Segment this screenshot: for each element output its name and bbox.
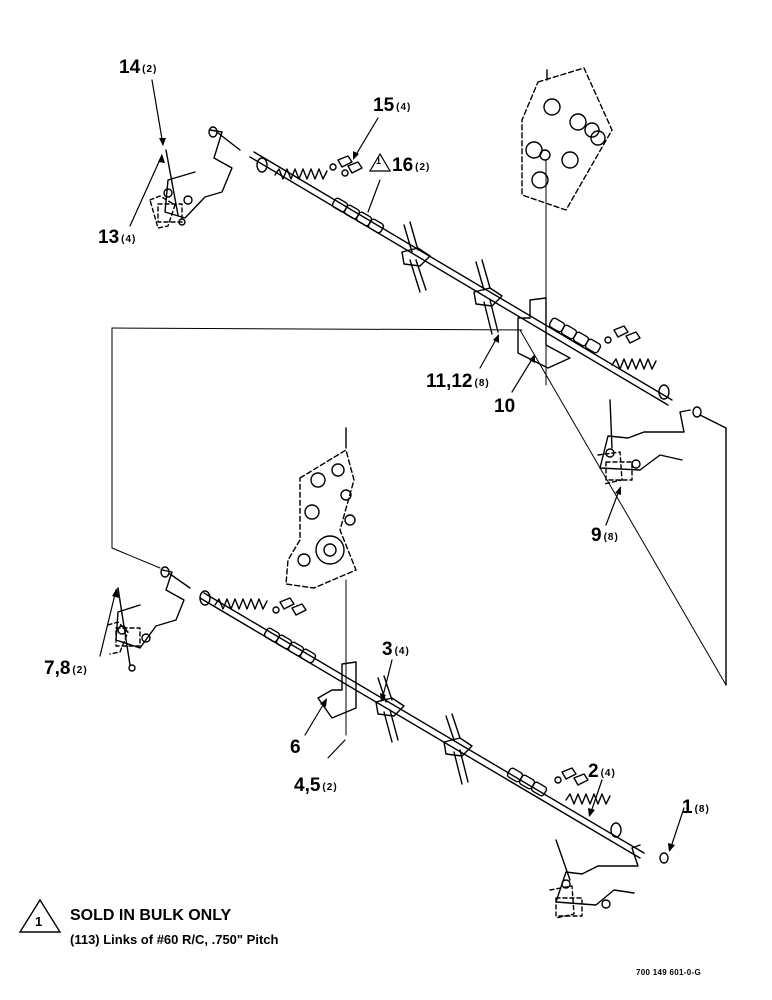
callout-1: 1(8) — [682, 797, 710, 818]
connector-links-upper — [329, 155, 363, 177]
callout-7-8: 7,8(2) — [44, 658, 88, 679]
leader-arrowheads — [112, 138, 675, 852]
upper-clamp-2 — [473, 259, 503, 335]
upper-right-spring — [611, 358, 670, 400]
lower-clamp-1 — [375, 675, 405, 743]
lower-bearing-plate — [285, 427, 357, 589]
callout-11-12: 11,12(8) — [426, 371, 490, 392]
callout-3: 3(4) — [382, 639, 410, 660]
lower-chain-left — [263, 627, 317, 664]
callout-16: 1 — [376, 156, 382, 166]
upper-right-bearing-bracket — [597, 399, 727, 686]
lower-right-bearing-bracket — [549, 839, 669, 919]
lower-right-spring — [565, 793, 622, 838]
note-body: (113) Links of #60 R/C, .750" Pitch — [70, 932, 279, 947]
callout-2: 2(4) — [588, 761, 616, 782]
lower-left-spring — [199, 590, 268, 610]
connector-links-upper-right — [604, 325, 641, 344]
upper-bearing-plate — [521, 67, 613, 211]
note-1-reference-triangle — [369, 153, 391, 172]
callout-6: 6 — [290, 737, 301, 758]
upper-left-spring — [256, 157, 328, 180]
callout-9: 9(8) — [591, 525, 619, 546]
idler-bracket-10 — [517, 297, 571, 369]
callout-4-5: 4,5(2) — [294, 775, 338, 796]
callout-10: 10 — [494, 396, 516, 417]
lower-clamp-2 — [443, 713, 473, 785]
callout-13: 13(4) — [98, 227, 137, 248]
connector-links-lower-right — [554, 767, 589, 786]
upper-left-bearing-bracket — [149, 126, 241, 229]
upper-chain-right — [548, 317, 602, 354]
callout-16-label: 16(2) — [392, 155, 431, 176]
lower-chain-right — [506, 767, 548, 797]
leader-lines — [99, 79, 685, 851]
upper-clamp-1 — [401, 221, 431, 293]
upper-chain-left — [331, 197, 385, 234]
note-symbol: 1 — [35, 914, 43, 929]
note-title: SOLD IN BULK ONLY — [70, 907, 232, 924]
lower-left-bearing-bracket — [107, 566, 191, 672]
callout-14: 14(2) — [119, 57, 158, 78]
upper-shaft — [249, 156, 669, 406]
callout-15: 15(4) — [373, 95, 412, 116]
idler-bracket-6 — [317, 661, 357, 719]
drawing-number: 700 149 601-0-G — [636, 968, 701, 977]
note-triangle-icon — [18, 898, 62, 933]
connector-links-lower — [272, 597, 307, 616]
frame-line — [111, 327, 523, 331]
